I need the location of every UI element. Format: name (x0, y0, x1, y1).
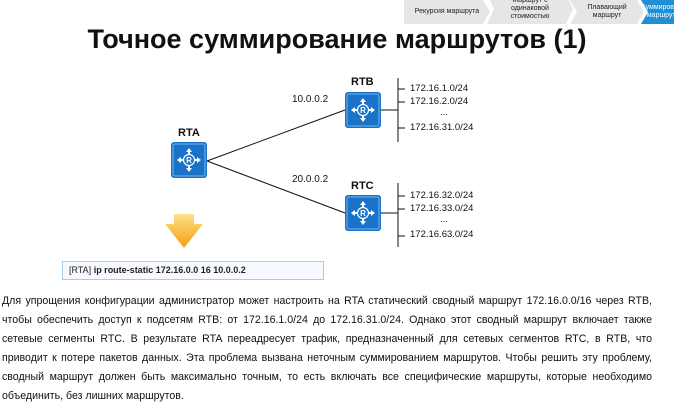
description-paragraph: Для упрощения конфигурации администратор… (2, 295, 652, 402)
rtb-network-ellipsis: ... (440, 107, 448, 118)
rtb-network-list: 172.16.1.0/24 172.16.2.0/24 ... 172.16.3… (410, 82, 473, 134)
rtb-network-item: 172.16.1.0/24 (410, 83, 469, 94)
rtc-network-bracket (381, 183, 405, 247)
page-title: Точное суммирование маршрутов (1) (87, 24, 587, 54)
rtc-network-item: 172.16.63.0/24 (410, 229, 474, 240)
breadcrumb-tab-floating-route[interactable]: Плавающий маршрут (570, 0, 644, 24)
router-rtb-icon[interactable]: R (345, 92, 381, 128)
rtb-network-item: 172.16.31.0/24 (410, 122, 474, 133)
link-rta-rtc (206, 160, 346, 214)
router-rta-icon[interactable]: R (171, 142, 207, 178)
breadcrumb: Рекурсия маршрута Маршрут с одинаковой с… (404, 0, 674, 24)
rtc-network-list: 172.16.32.0/24 172.16.33.0/24 ... 172.16… (410, 189, 473, 241)
command-text: ip route-static 172.16.0.0 16 10.0.0.2 (93, 265, 246, 275)
rtb-network-bracket (381, 78, 405, 142)
router-rtb-label: RTB (351, 76, 374, 88)
breadcrumb-tab-equal-cost-route[interactable]: Маршрут с одинаковой стоимостью (487, 0, 573, 24)
rtb-network-item: 172.16.2.0/24 (410, 96, 469, 107)
rtc-network-ellipsis: ... (440, 214, 448, 225)
rtb-ip-label: 10.0.0.2 (292, 94, 329, 105)
svg-text:R: R (360, 209, 366, 218)
breadcrumb-tab-route-recursion[interactable]: Рекурсия маршрута (404, 0, 490, 24)
router-rta-label: RTA (178, 127, 200, 139)
router-rtc-icon[interactable]: R (345, 195, 381, 231)
command-prompt: [RTA] (69, 265, 92, 275)
svg-text:R: R (360, 106, 366, 115)
router-rtc-label: RTC (351, 180, 374, 192)
rtc-ip-label: 20.0.0.2 (292, 174, 329, 185)
arrow-down-icon (165, 214, 203, 248)
rtc-network-item: 172.16.33.0/24 (410, 203, 474, 214)
command-box: [RTA] ip route-static 172.16.0.0 16 10.0… (62, 261, 324, 280)
link-rta-rtb (206, 109, 346, 162)
rtc-network-item: 172.16.32.0/24 (410, 190, 474, 201)
breadcrumb-tab-route-summarization[interactable]: Суммирование маршрутов (641, 0, 674, 24)
svg-text:R: R (186, 156, 192, 165)
